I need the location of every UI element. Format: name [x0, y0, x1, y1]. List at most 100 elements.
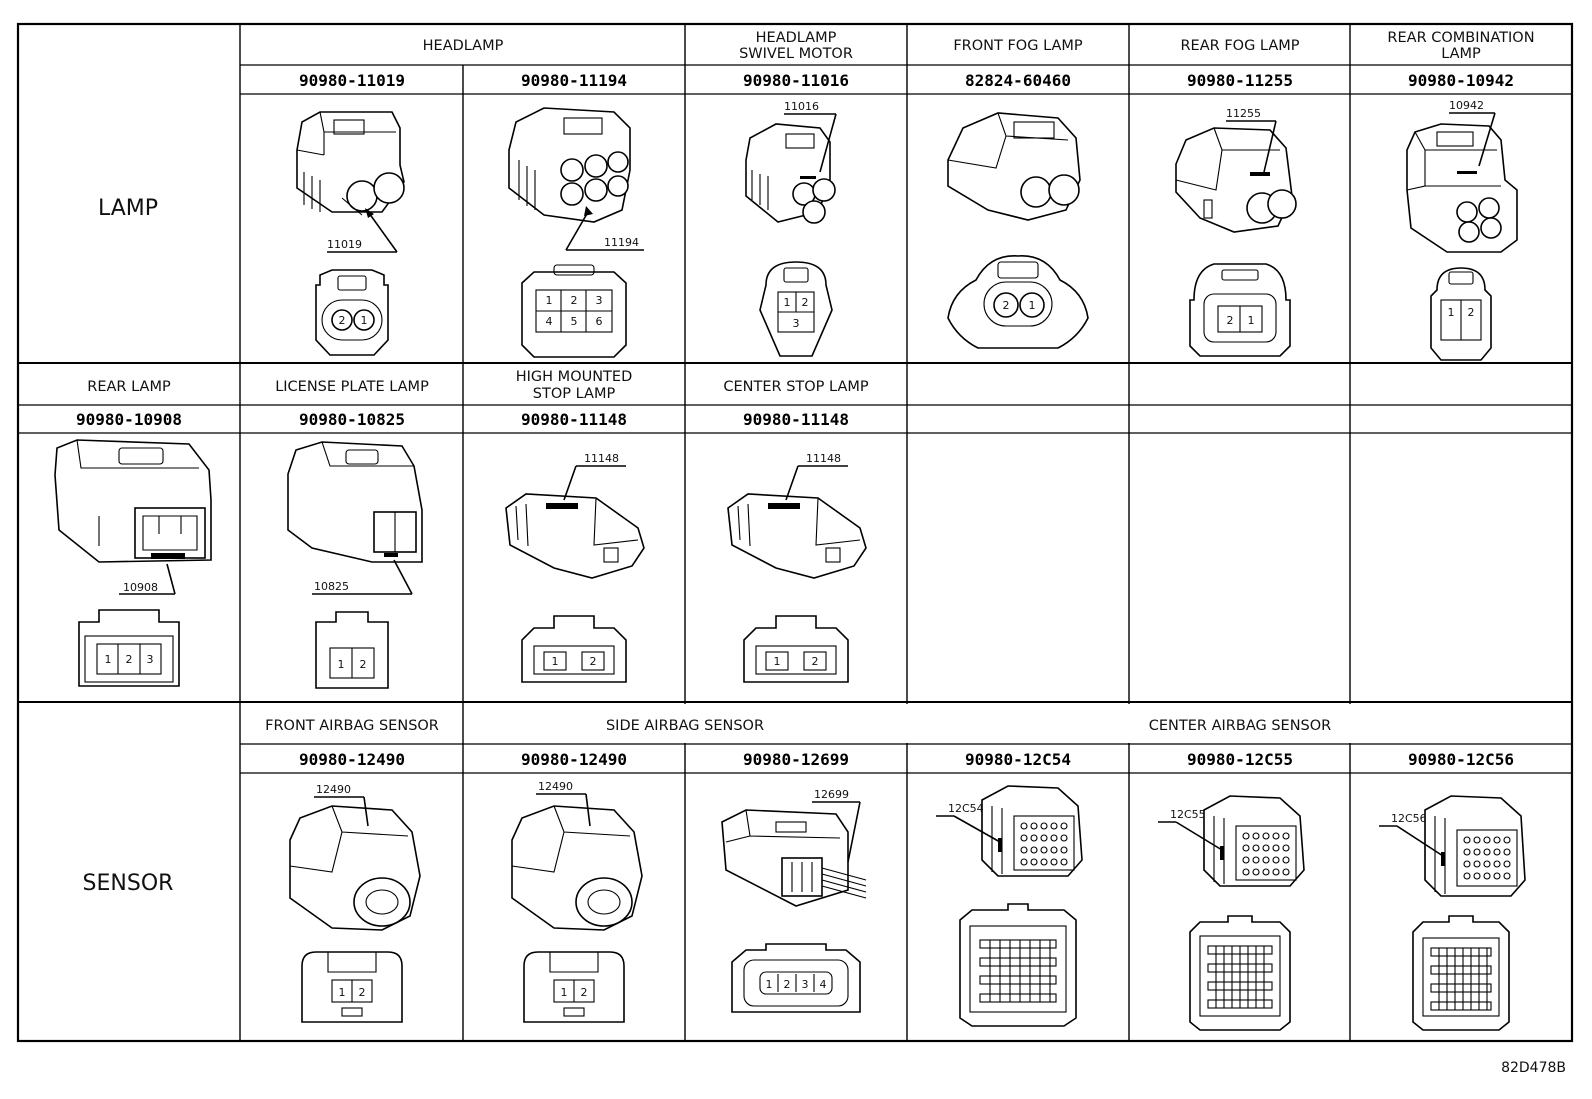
- part-number: 90980-12699: [743, 750, 849, 769]
- header-high-mounted-line2: STOP LAMP: [533, 386, 616, 402]
- pin-number: 1: [1448, 306, 1455, 319]
- header-headlamp: HEADLAMP: [423, 38, 504, 54]
- header-side-airbag-sensor: SIDE AIRBAG SENSOR: [606, 718, 764, 734]
- header-swivel-motor-line2: SWIVEL MOTOR: [739, 46, 853, 62]
- pin-number: 1: [1029, 299, 1036, 312]
- header-rear-combination-line2: LAMP: [1441, 46, 1481, 62]
- pin-number: 1: [552, 655, 559, 668]
- connector-tag: 12C54: [948, 802, 984, 815]
- pin-number: 1: [546, 294, 553, 307]
- connector-tag: 12C55: [1170, 808, 1206, 821]
- pin-number: 2: [339, 314, 346, 327]
- pin-number: 2: [784, 978, 791, 991]
- connector-tag: 11016: [784, 100, 819, 113]
- part-number: 90980-12490: [299, 750, 405, 769]
- pin-number: 1: [1248, 314, 1255, 327]
- connector-drawing-10825: 10825 1 2: [287, 441, 423, 689]
- pin-number: 1: [774, 655, 781, 668]
- grid-lines: [16, 22, 1574, 1043]
- connector-drawing-12C54: 12C54: [936, 785, 1083, 1027]
- header-front-airbag-sensor: FRONT AIRBAG SENSOR: [265, 718, 439, 734]
- connector-drawing-12699: 12699 1 2 3 4: [721, 788, 867, 1013]
- pin-number: 2: [1468, 306, 1475, 319]
- connector-drawing-11255: 11255 2 1: [1175, 107, 1297, 357]
- part-number: 90980-11194: [521, 71, 627, 90]
- connector-tag: 12490: [316, 783, 351, 796]
- connector-tag: 10825: [314, 580, 349, 593]
- header-license-plate-lamp: LICENSE PLATE LAMP: [275, 379, 429, 395]
- connector-drawing-11019: 11019 2 1: [296, 111, 405, 356]
- pin-number: 2: [1003, 299, 1010, 312]
- pin-number: 3: [802, 978, 809, 991]
- header-rear-combination-line1: REAR COMBINATION: [1387, 30, 1534, 46]
- part-number: 90980-12C56: [1408, 750, 1514, 769]
- pin-number: 4: [546, 315, 553, 328]
- connector-drawing-10942: 10942 1 2: [1406, 99, 1518, 361]
- row2-part-numbers: 90980-10908 90980-10825 90980-11148 9098…: [76, 410, 849, 429]
- header-rear-fog-lamp: REAR FOG LAMP: [1180, 38, 1299, 54]
- pin-number: 2: [812, 655, 819, 668]
- row3-part-numbers: 90980-12490 90980-12490 90980-12699 9098…: [299, 750, 1514, 769]
- part-number: 82824-60460: [965, 71, 1071, 90]
- pin-number: 2: [1227, 314, 1234, 327]
- pin-number: 2: [802, 296, 809, 309]
- part-number: 90980-12C55: [1187, 750, 1293, 769]
- pin-number: 3: [147, 653, 154, 666]
- connector-drawing-12C55: 12C55: [1158, 795, 1305, 1031]
- part-number: 90980-11019: [299, 71, 405, 90]
- connector-tag: 11194: [604, 236, 639, 249]
- pin-number: 5: [571, 315, 578, 328]
- part-number: 90980-11255: [1187, 71, 1293, 90]
- connector-tag: 11255: [1226, 107, 1261, 120]
- pin-number: 4: [820, 978, 827, 991]
- pin-number: 2: [359, 986, 366, 999]
- pin-number: 1: [561, 986, 568, 999]
- pin-number: 1: [766, 978, 773, 991]
- header-center-airbag-sensor: CENTER AIRBAG SENSOR: [1149, 718, 1331, 734]
- pin-number: 6: [596, 315, 603, 328]
- group-label-lamp: LAMP: [98, 196, 158, 221]
- header-swivel-motor-line1: HEADLAMP: [756, 30, 837, 46]
- connector-tag: 10942: [1449, 99, 1484, 112]
- pin-number: 2: [590, 655, 597, 668]
- pin-number: 2: [360, 658, 367, 671]
- pin-number: 3: [793, 317, 800, 330]
- connector-tag: 11019: [327, 238, 362, 251]
- pin-number: 1: [339, 986, 346, 999]
- pin-number: 3: [596, 294, 603, 307]
- pin-number: 1: [361, 314, 368, 327]
- connector-tag: 12699: [814, 788, 849, 801]
- connector-drawing-10908: 10908 1 2 3: [54, 439, 212, 687]
- pin-number: 2: [571, 294, 578, 307]
- header-high-mounted-line1: HIGH MOUNTED: [516, 369, 633, 385]
- connector-drawing-11194: 11194 1 2 3 4 5 6: [508, 107, 644, 358]
- span-masks: [461, 26, 1352, 743]
- pin-number: 1: [105, 653, 112, 666]
- connector-drawing-12C56: 12C56: [1379, 795, 1526, 1031]
- pin-number: 2: [126, 653, 133, 666]
- connector-drawing-12490-b: 12490 1 2: [511, 780, 643, 1023]
- connector-drawing-11016: 11016 1 2 3: [745, 100, 837, 357]
- connector-tag: 11148: [584, 452, 619, 465]
- figure-code: 82D478B: [1501, 1060, 1566, 1076]
- part-number: 90980-11148: [521, 410, 627, 429]
- connector-drawing-60460: 2 1: [947, 112, 1089, 349]
- connector-drawing-12490-a: 12490 1 2: [289, 783, 421, 1023]
- connector-tag: 10908: [123, 581, 158, 594]
- part-number: 90980-10908: [76, 410, 182, 429]
- pin-number: 1: [338, 658, 345, 671]
- header-front-fog-lamp: FRONT FOG LAMP: [953, 38, 1083, 54]
- pin-number: 2: [581, 986, 588, 999]
- header-center-stop-lamp: CENTER STOP LAMP: [723, 379, 869, 395]
- connector-drawing-11148-b: 11148 1 2: [727, 452, 867, 683]
- row1-part-numbers: 90980-11019 90980-11194 90980-11016 8282…: [299, 71, 1514, 90]
- part-number: 90980-12490: [521, 750, 627, 769]
- connector-tag: 12C56: [1391, 812, 1427, 825]
- part-number: 90980-10825: [299, 410, 405, 429]
- part-number: 90980-11016: [743, 71, 849, 90]
- group-label-sensor: SENSOR: [83, 871, 174, 896]
- part-number: 90980-10942: [1408, 71, 1514, 90]
- header-rear-lamp: REAR LAMP: [87, 379, 171, 395]
- part-number: 90980-11148: [743, 410, 849, 429]
